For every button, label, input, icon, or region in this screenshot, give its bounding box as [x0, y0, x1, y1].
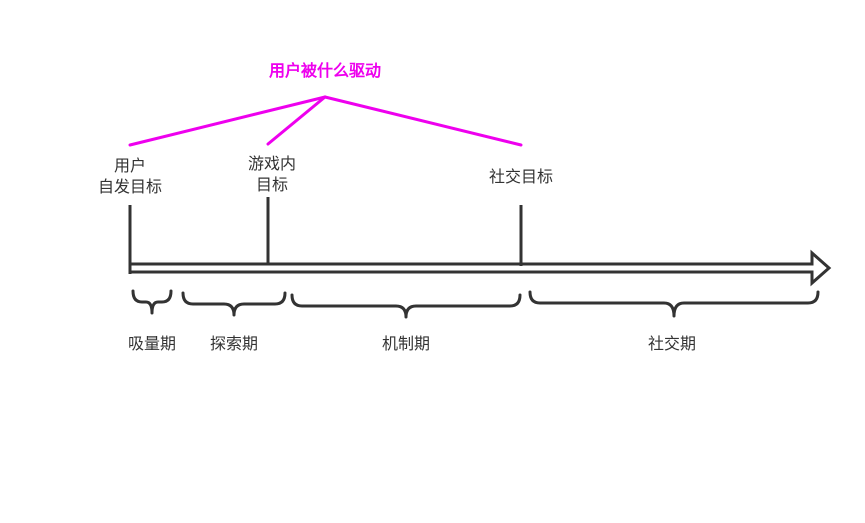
phase-brace-4	[528, 290, 820, 318]
phase-label-exploration: 探索期	[209, 334, 258, 353]
phase-label-social: 社交期	[647, 334, 696, 353]
marker-label-line: 游戏内	[247, 154, 296, 173]
timeline-arrow	[130, 249, 832, 287]
connector-to-social-goal	[323, 95, 523, 147]
marker-label-line: 用户	[113, 156, 146, 175]
marker-label-line: 目标	[255, 175, 288, 194]
phase-braces	[131, 289, 820, 319]
phase-brace-3	[290, 293, 522, 319]
driver-title: 用户被什么驱动	[268, 61, 381, 80]
connector-to-ingame-goal	[266, 95, 327, 146]
marker-ticks	[128, 197, 523, 274]
connector-to-user-goal	[128, 95, 327, 147]
marker-label-ingame-goal: 游戏内 目标	[222, 153, 322, 195]
marker-label-social-goal: 社交目标	[471, 166, 571, 187]
marker-label-line: 社交目标	[488, 167, 553, 186]
marker-label-user-goal: 用户 自发目标	[80, 155, 180, 197]
driver-connectors	[128, 95, 523, 147]
phase-brace-2	[181, 291, 287, 317]
phase-brace-1	[131, 289, 173, 315]
phase-label-acquisition: 吸量期	[127, 334, 176, 353]
marker-label-line: 自发目标	[97, 177, 162, 196]
phase-label-mechanics: 机制期	[381, 334, 430, 353]
